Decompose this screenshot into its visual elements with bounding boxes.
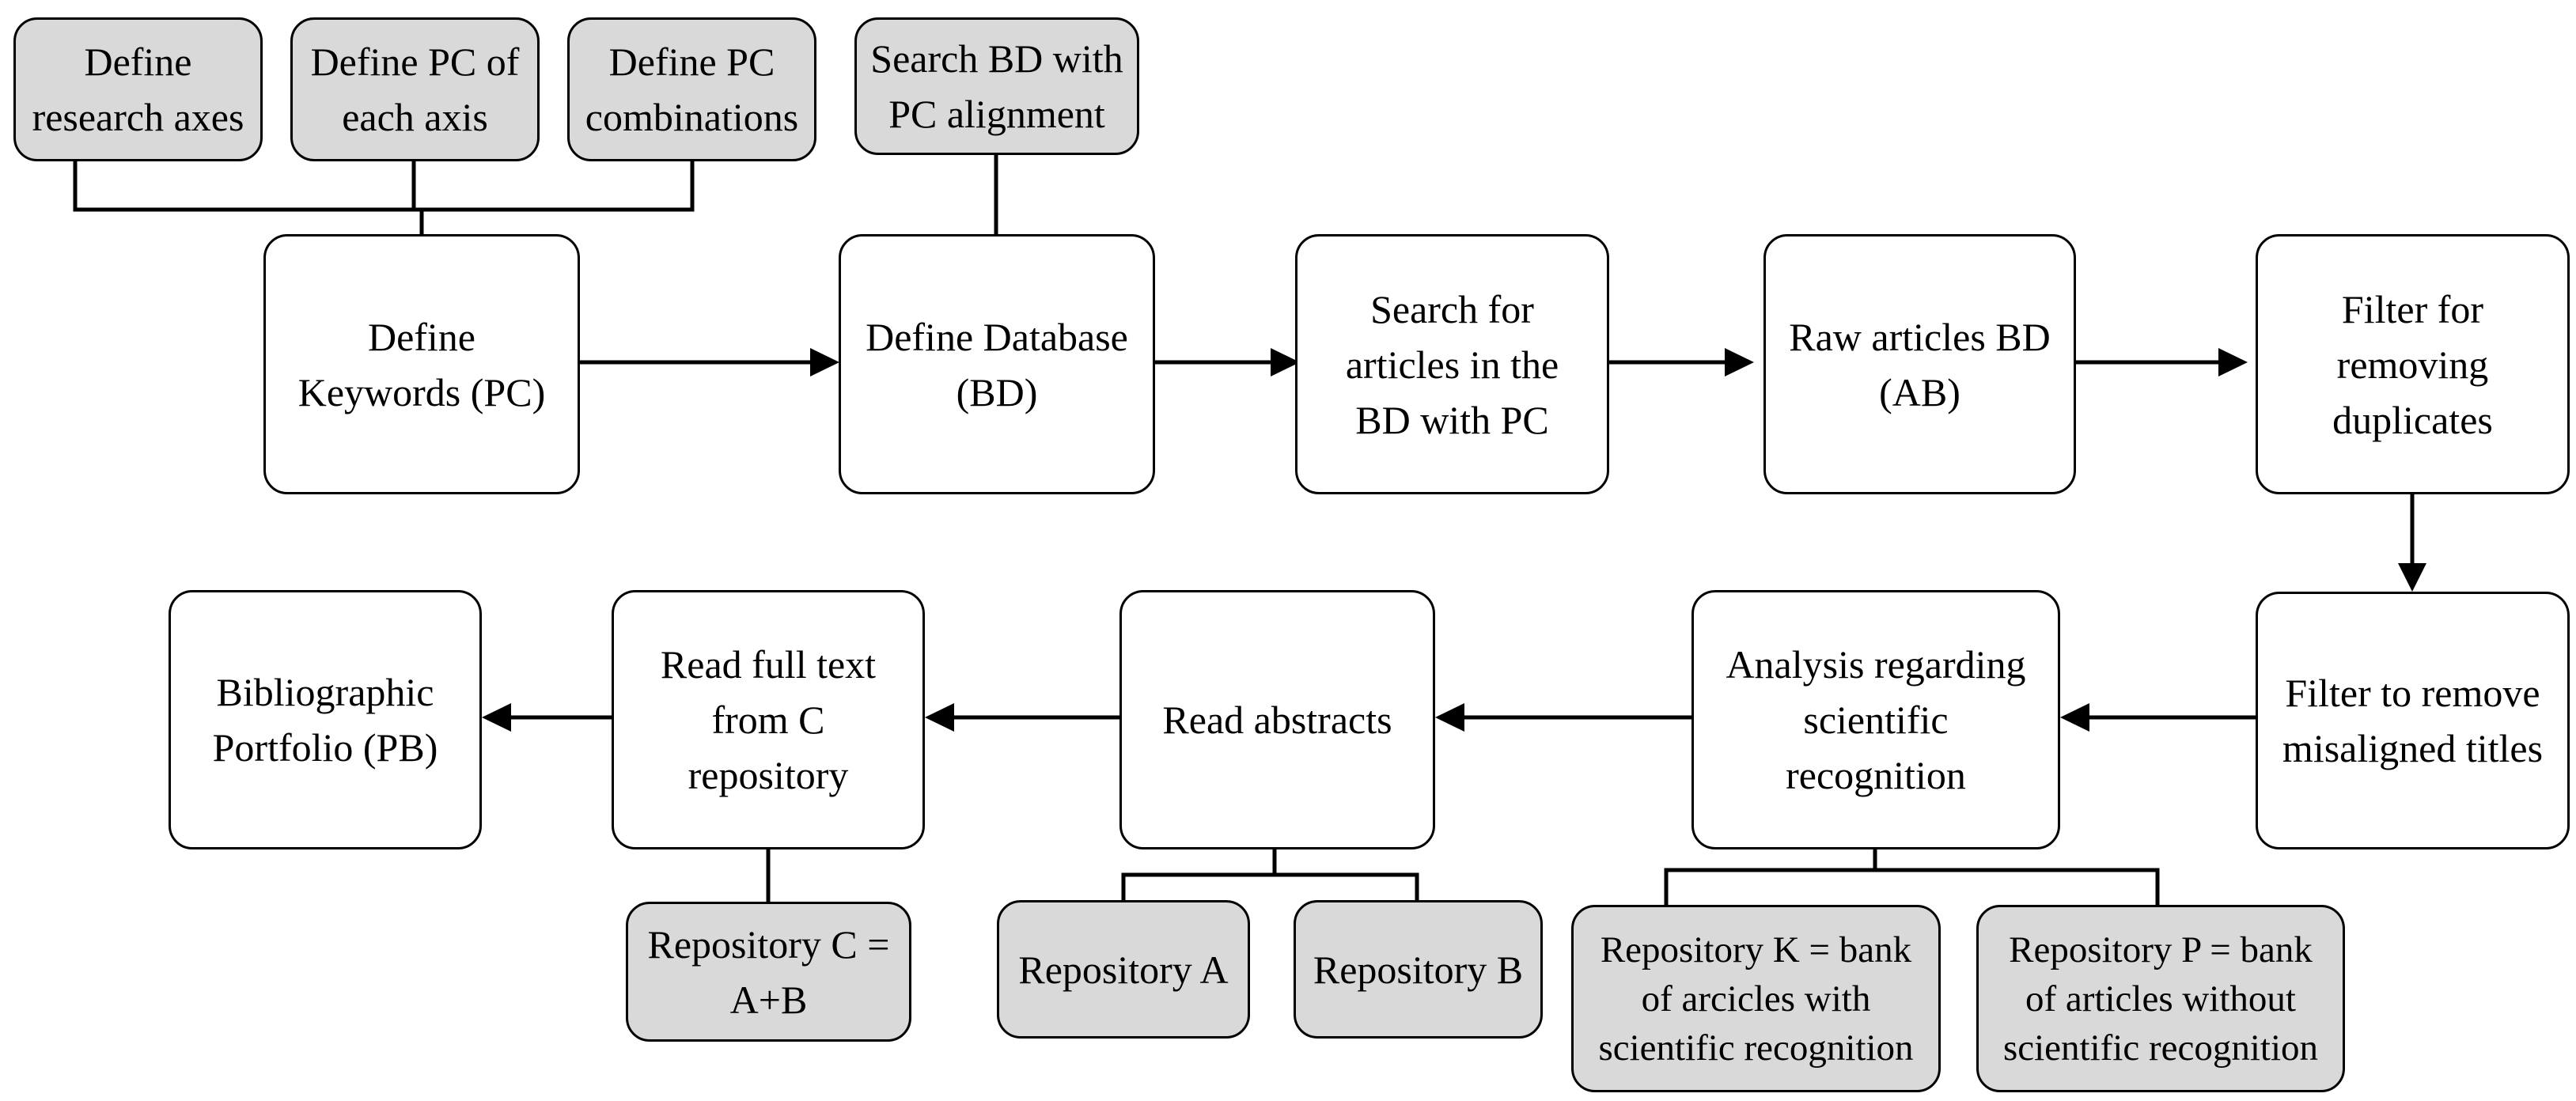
box-label: Analysis regarding scientific recognitio… <box>1726 642 2026 797</box>
box-read-full-text: Read full text from C repository <box>612 590 925 849</box>
note-label: Define research axes <box>32 40 244 139</box>
arrowhead-2 <box>1271 348 1300 376</box>
note-label: Repository P = bank of articles without … <box>2002 929 2319 1069</box>
arrowhead-3 <box>1725 348 1754 376</box>
box-search-articles: Search for articles in the BD with PC <box>1295 234 1609 494</box>
box-label: Read full text from C repository <box>660 642 877 797</box>
note-label: Repository B <box>1313 947 1524 992</box>
box-define-database: Define Database (BD) <box>839 234 1155 494</box>
note-repository-b: Repository B <box>1294 900 1543 1039</box>
box-label: Define Keywords (PC) <box>297 314 546 414</box>
box-label: Search for articles in the BD with PC <box>1345 286 1559 442</box>
note-repository-p: Repository P = bank of articles without … <box>1976 905 2345 1092</box>
note-label: Define PC combinations <box>585 40 799 139</box>
note-label: Repository A <box>1018 947 1229 992</box>
box-filter-misaligned: Filter to remove misaligned titles <box>2256 592 2570 849</box>
box-raw-articles: Raw articles BD (AB) <box>1763 234 2076 494</box>
arrowhead-6 <box>2060 703 2089 732</box>
arrowhead-1 <box>810 348 839 376</box>
arrowhead-9 <box>482 703 511 732</box>
note-label: Define PC of each axis <box>310 40 520 139</box>
note-search-bd-alignment: Search BD with PC alignment <box>854 17 1139 155</box>
note-label: Search BD with PC alignment <box>870 36 1123 136</box>
box-label: Read abstracts <box>1162 698 1392 742</box>
arrowhead-8 <box>925 703 954 732</box>
box-label: Filter to remove misaligned titles <box>2282 671 2544 770</box>
note-label: Repository C = A+B <box>647 921 890 1022</box>
box-bibliographic-portfolio: Bibliographic Portfolio (PB) <box>169 590 482 849</box>
bracket-keywords <box>73 157 695 236</box>
note-define-pc-combinations: Define PC combinations <box>567 17 816 161</box>
bracket-abstracts <box>1121 847 1419 902</box>
note-define-pc-axis: Define PC of each axis <box>290 17 540 161</box>
arrowhead-5 <box>2398 563 2426 592</box>
note-repository-c: Repository C = A+B <box>626 902 911 1042</box>
note-repository-k: Repository K = bank of arcicles with sci… <box>1571 905 1941 1092</box>
box-label: Bibliographic Portfolio (PB) <box>212 670 438 770</box>
box-define-keywords: Define Keywords (PC) <box>263 234 580 494</box>
note-label: Repository K = bank of arcicles with sci… <box>1598 929 1914 1069</box>
note-repository-a: Repository A <box>997 900 1250 1039</box>
box-label: Filter for removing duplicates <box>2332 286 2493 442</box>
box-analysis-recognition: Analysis regarding scientific recognitio… <box>1691 590 2060 849</box>
arrowhead-4 <box>2218 348 2248 376</box>
box-label: Raw articles BD (AB) <box>1789 314 2051 414</box>
bracket-analysis <box>1664 847 2160 907</box>
box-label: Define Database (BD) <box>866 314 1128 414</box>
arrowhead-7 <box>1435 703 1464 732</box>
box-read-abstracts: Read abstracts <box>1119 590 1435 849</box>
box-filter-duplicates: Filter for removing duplicates <box>2256 234 2570 494</box>
note-define-research-axes: Define research axes <box>13 17 263 161</box>
